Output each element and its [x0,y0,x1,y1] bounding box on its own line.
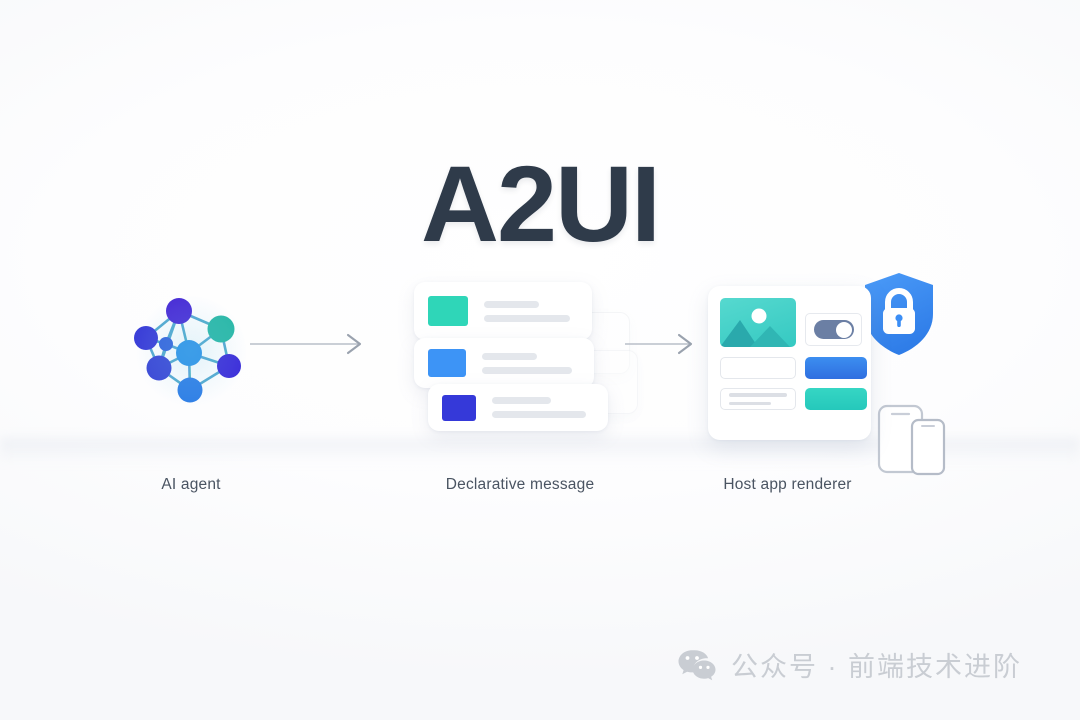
message-card[interactable] [414,282,592,340]
shield-lock-icon [860,270,938,358]
message-card[interactable] [428,384,608,431]
toggle-knob [836,321,852,338]
card-placeholder-lines [492,397,594,418]
watermark-text: 公众号 · 前端技术进阶 [731,652,1022,682]
graph-node [207,315,235,343]
flow-step-declarative-message: Declarative message [370,268,670,508]
message-card[interactable] [414,338,594,388]
graph-node [159,337,173,351]
placeholder-line [729,393,787,397]
watermark: 公众号 · 前端技术进阶 [677,645,1022,684]
graph-node [166,298,192,324]
card-swatch [428,296,468,326]
card-swatch [442,394,476,421]
graph-node [176,340,202,366]
flow-step-ai-agent: AI agent [0,268,370,508]
placeholder-line [482,352,537,360]
flow-diagram: AI agent [0,268,1080,508]
card-swatch [428,349,466,377]
flow-step-caption-ai-agent: AI agent [161,476,221,493]
stacked-cards-icon [400,276,650,456]
graph-node [134,326,158,350]
card-placeholder-lines [482,352,580,374]
renderer-row-middle [720,357,867,379]
flow-step-caption-host-app-renderer: Host app renderer [723,476,852,493]
placeholder-line [729,401,771,405]
agent-graph-svg [134,298,241,403]
devices-icon [876,404,958,478]
placeholder-line [492,397,552,404]
app-ui-panel-icon [700,273,960,476]
text-input-field[interactable] [720,357,796,379]
toggle-container[interactable] [805,313,862,346]
text-block-field[interactable] [720,388,796,410]
placeholder-line [482,366,573,374]
arrow-agent-to-message [248,332,373,361]
arrow-message-to-renderer [623,332,703,361]
renderer-panel [708,286,871,440]
flow-step-host-app-renderer: Host app renderer [700,268,1080,508]
image-thumbnail [720,298,796,347]
primary-button[interactable] [805,357,867,379]
graph-node [217,354,241,378]
flow-step-caption-declarative-message: Declarative message [445,476,595,493]
toggle-switch[interactable] [813,320,854,339]
renderer-row-top [720,298,862,347]
graph-node [146,355,172,381]
page-title: A2UI [420,143,661,264]
renderer-row-bottom [720,388,867,410]
card-placeholder-lines [484,300,578,322]
graph-node [177,377,203,403]
placeholder-line [484,300,539,308]
placeholder-line [492,411,586,418]
secondary-button[interactable] [805,388,867,410]
neural-network-graph-icon [126,286,256,416]
wechat-icon [677,648,717,682]
placeholder-line [484,314,571,322]
agent-glow [136,296,246,406]
